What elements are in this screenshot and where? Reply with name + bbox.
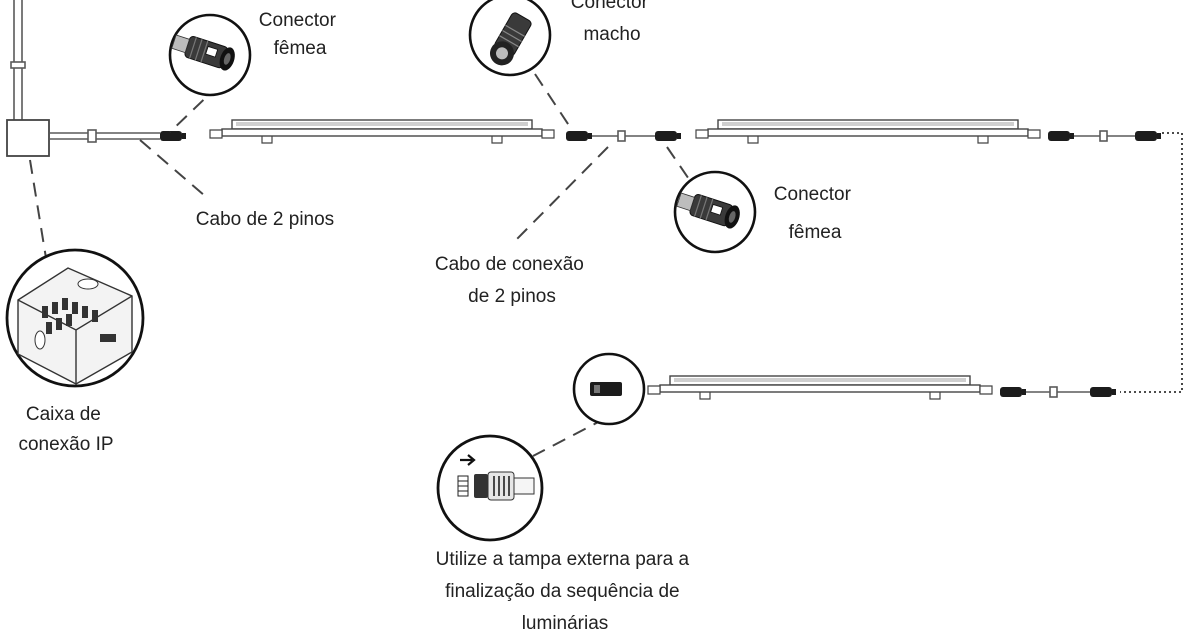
detail-circle-end-cap bbox=[572, 352, 646, 426]
connector-male-1-icon bbox=[566, 131, 592, 141]
main-cable-line bbox=[10, 0, 160, 143]
connector-male-3-icon bbox=[1000, 387, 1026, 397]
label-connection-cable: Cabo de conexão de 2 pinos bbox=[435, 254, 589, 307]
led-bar-3-icon bbox=[647, 375, 993, 400]
connection-cable-1 bbox=[592, 130, 655, 142]
connector-female-4-icon bbox=[1090, 387, 1116, 397]
detail-circle-female-connector-top bbox=[168, 13, 252, 97]
led-bar-1-icon bbox=[209, 119, 555, 144]
led-bar-2-icon bbox=[695, 119, 1041, 144]
label-cable-2-pin: Cabo de 2 pinos bbox=[196, 209, 334, 230]
detail-circle-junction-box bbox=[5, 248, 145, 388]
detail-circle-end-cap-usage bbox=[436, 434, 544, 542]
connector-male-2-icon bbox=[1048, 131, 1074, 141]
leader-lines bbox=[29, 73, 694, 457]
label-male-connector: Conector macho bbox=[571, 0, 653, 45]
label-female-connector-top: Conector fêmea bbox=[259, 10, 341, 59]
connector-female-3-icon bbox=[1135, 131, 1161, 141]
connection-cable-3 bbox=[1026, 386, 1090, 398]
detail-circle-male-connector bbox=[468, 0, 552, 77]
connector-female-2-icon bbox=[655, 131, 681, 141]
label-female-connector-mid: Conector fêmea bbox=[774, 184, 856, 243]
dotted-continuation-line bbox=[1120, 132, 1183, 393]
label-junction-box: Caixa de conexão IP bbox=[18, 404, 113, 455]
junction-box-icon bbox=[6, 119, 50, 157]
connection-cable-2 bbox=[1074, 130, 1135, 142]
label-end-cap-note: Utilize a tampa externa para a finalizaç… bbox=[436, 549, 695, 634]
connector-female-1-icon bbox=[160, 131, 186, 141]
arrow-right-icon bbox=[460, 454, 476, 466]
detail-circle-female-connector-mid bbox=[673, 170, 757, 254]
